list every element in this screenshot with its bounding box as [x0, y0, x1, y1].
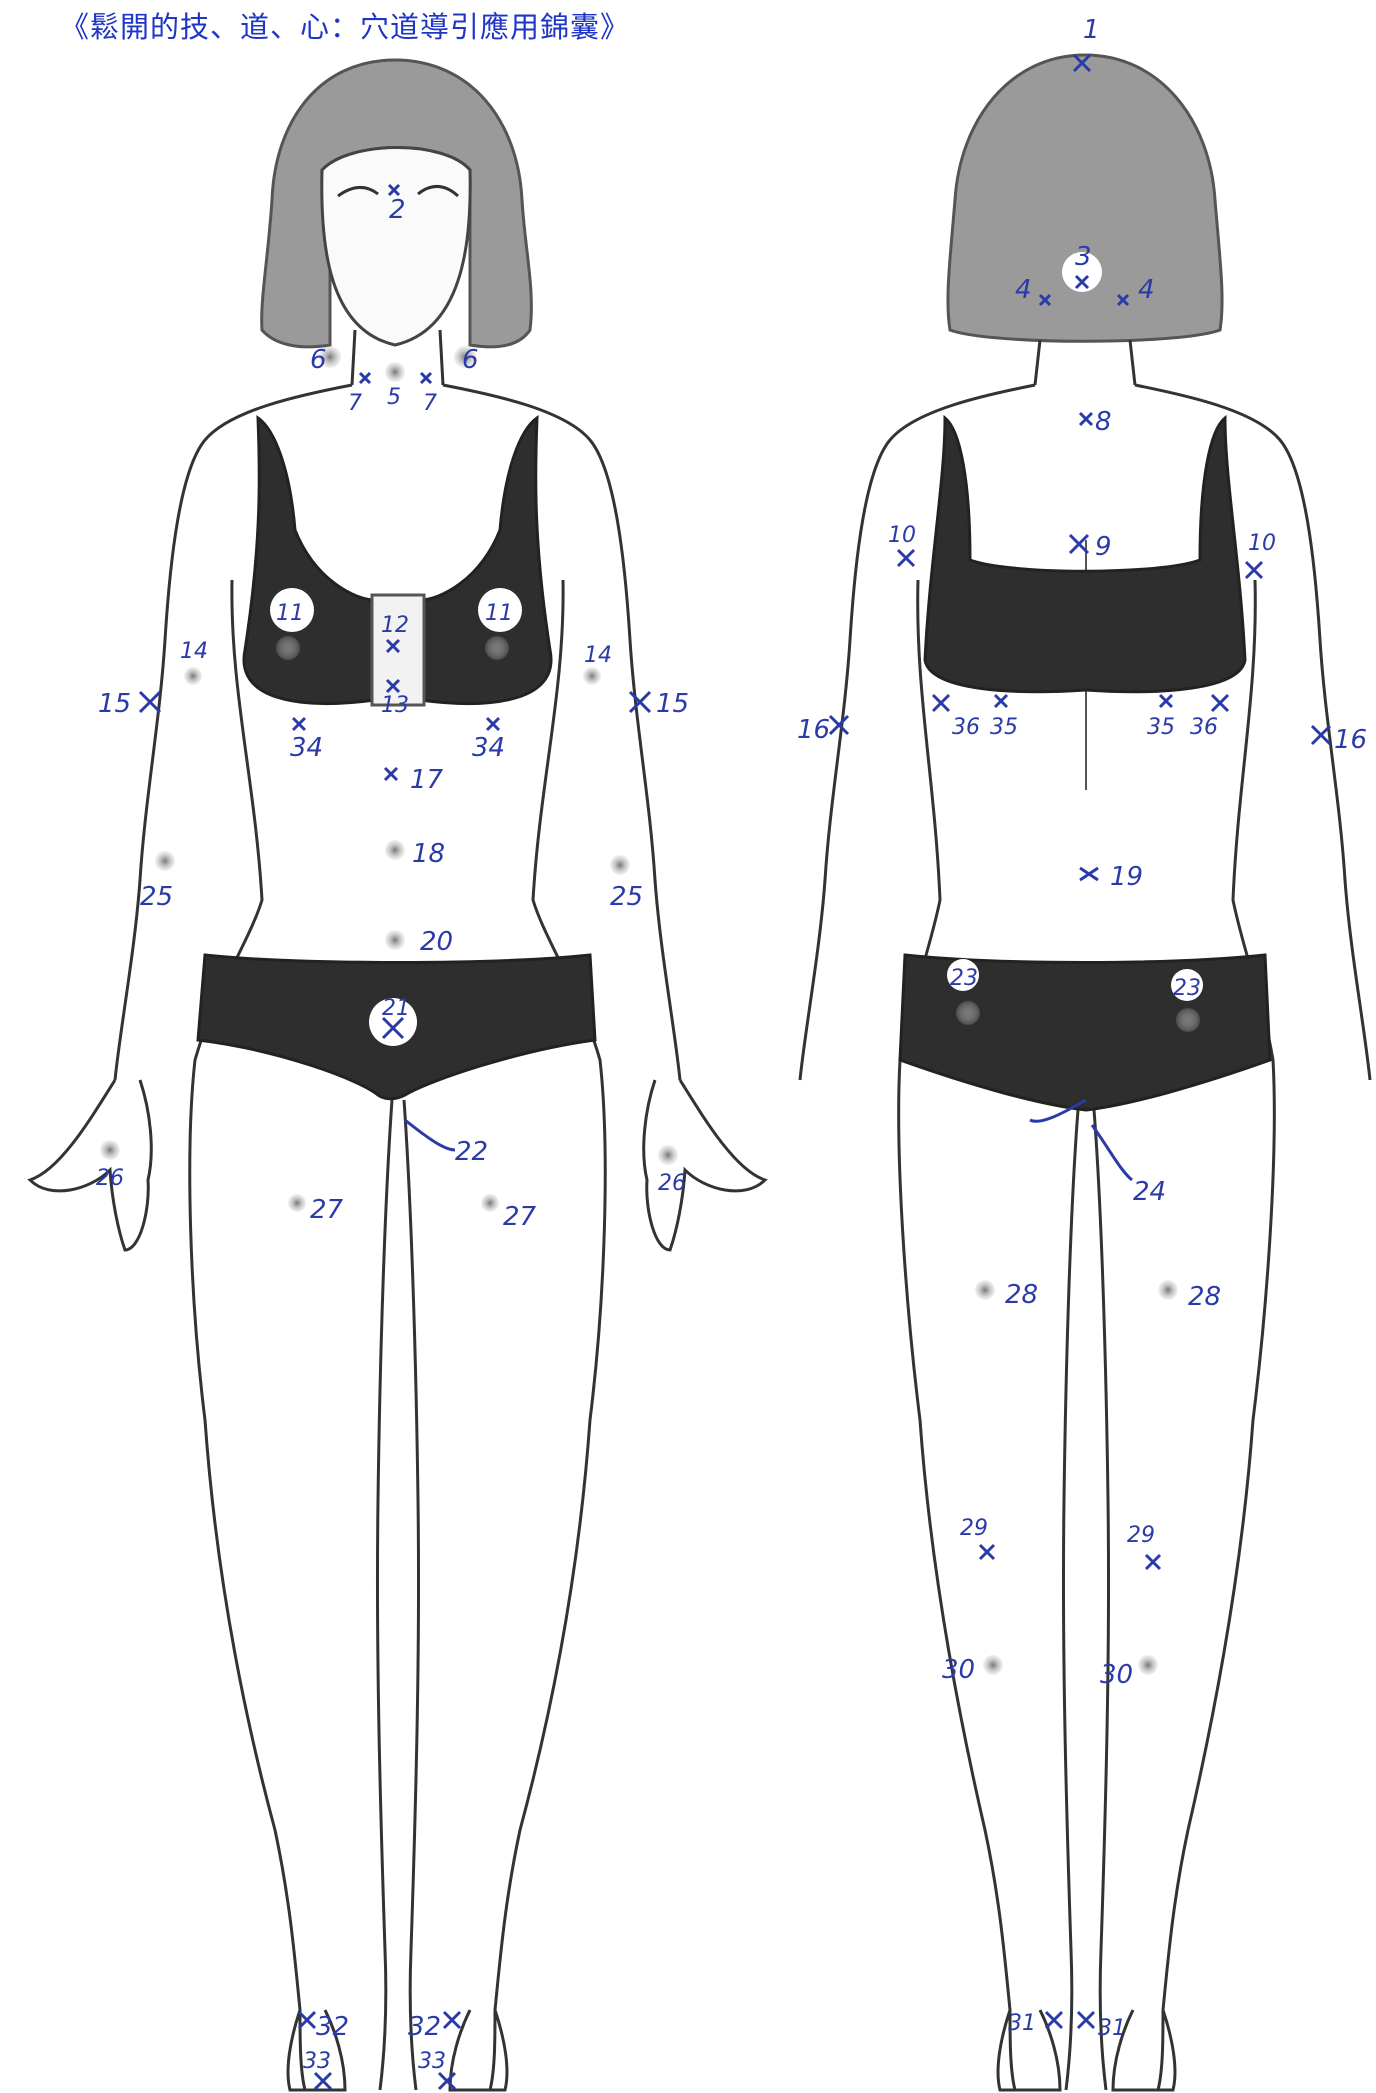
label-35-right: 35 [1147, 715, 1175, 740]
label-34-left: 34 [290, 733, 323, 763]
label-36-left: 36 [952, 715, 980, 740]
label-2: 2 [389, 195, 406, 225]
label-32-left: 32 [316, 2012, 349, 2042]
label-11-left: 11 [276, 601, 304, 626]
label-23-left: 23 [950, 966, 978, 991]
label-27-left: 27 [310, 1195, 344, 1225]
label-32-right: 32 [408, 2012, 441, 2042]
label-27-right: 27 [503, 1202, 537, 1232]
label-30-left: 30 [942, 1655, 975, 1685]
label-31-left: 31 [1008, 2011, 1036, 2036]
label-28-left: 28 [1005, 1280, 1038, 1310]
label-25-left: 25 [140, 882, 173, 912]
label-4-left: 4 [1015, 275, 1032, 305]
label-22: 22 [455, 1137, 488, 1167]
label-5: 5 [387, 385, 401, 410]
label-30-right: 30 [1100, 1660, 1133, 1690]
label-21: 21 [382, 996, 410, 1021]
label-29-right: 29 [1127, 1523, 1155, 1548]
label-36-right: 36 [1190, 715, 1218, 740]
label-29-left: 29 [960, 1516, 988, 1541]
label-19: 19 [1110, 862, 1143, 892]
label-3: 3 [1075, 242, 1092, 272]
label-9: 9 [1095, 532, 1112, 562]
label-20: 20 [420, 927, 453, 957]
label-13: 13 [381, 693, 409, 718]
back-hair [948, 55, 1222, 341]
back-figure [800, 55, 1370, 2090]
label-14-right: 14 [584, 643, 612, 668]
label-14-left: 14 [180, 639, 208, 664]
label-34-right: 34 [472, 733, 505, 763]
label-16-left: 16 [797, 715, 830, 745]
label-10-left: 10 [888, 523, 916, 548]
label-25-right: 25 [610, 882, 643, 912]
label-6-left: 6 [310, 345, 327, 375]
label-8: 8 [1095, 407, 1112, 437]
label-28-right: 28 [1188, 1282, 1221, 1312]
label-15-left: 15 [98, 689, 131, 719]
label-7-left: 7 [348, 391, 362, 416]
label-33-left: 33 [303, 2049, 331, 2074]
label-23-right: 23 [1173, 976, 1201, 1001]
label-15-right: 15 [656, 689, 689, 719]
label-17: 17 [410, 765, 444, 795]
label-33-right: 33 [418, 2049, 446, 2074]
label-26-left: 26 [96, 1166, 124, 1191]
label-7-right: 7 [423, 391, 437, 416]
label-31-right: 31 [1098, 2016, 1126, 2041]
label-12: 12 [381, 613, 409, 638]
label-26-right: 26 [658, 1171, 686, 1196]
label-35-left: 35 [990, 715, 1018, 740]
label-1: 1 [1083, 15, 1100, 45]
front-face [322, 148, 470, 346]
label-18: 18 [412, 839, 445, 869]
label-4-right: 4 [1138, 275, 1155, 305]
label-11-right: 11 [485, 601, 513, 626]
label-10-right: 10 [1248, 531, 1276, 556]
label-24: 24 [1133, 1177, 1166, 1207]
label-16-right: 16 [1334, 725, 1367, 755]
label-6-right: 6 [462, 345, 479, 375]
